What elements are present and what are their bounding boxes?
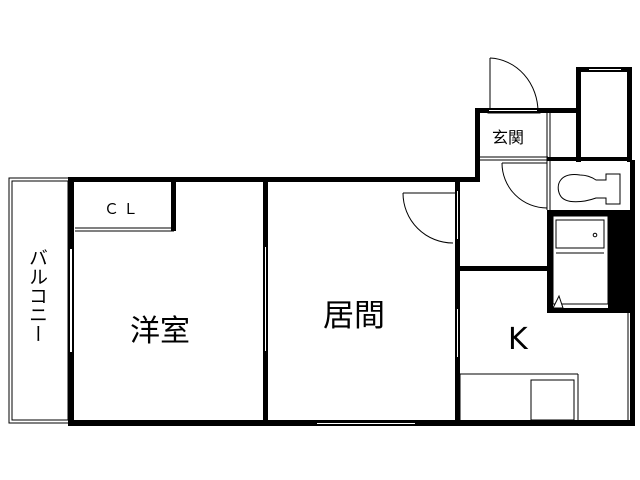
window-western-left (69, 248, 73, 353)
wall-entrance-left (475, 108, 480, 182)
western-room-label: 洋室 (130, 314, 190, 349)
wall-closet-right (171, 177, 176, 231)
entrance-label: 玄関 (492, 128, 525, 147)
window-entrance-door (488, 109, 538, 112)
wall-living-right (455, 177, 460, 426)
wall-storage-left (576, 67, 581, 162)
window-living-bottom (316, 422, 416, 425)
wall-fridge-niche-top (547, 210, 632, 216)
wall-right (630, 160, 635, 426)
window-living-right (456, 190, 459, 240)
window-western-living (264, 246, 267, 352)
wall-fridge-niche-right (608, 210, 632, 313)
wall-fridge-niche-bottom (547, 308, 632, 313)
closet-label: ＣＬ (104, 200, 143, 218)
wall-fridge-niche-left (547, 210, 553, 313)
wall-top-left (68, 177, 480, 182)
balcony-label: バルコニー (26, 248, 48, 343)
window-kitchen-left (456, 308, 459, 358)
wall-storage-right (627, 67, 632, 162)
kitchen-label: K (508, 322, 528, 357)
living-room-label: 居間 (323, 298, 385, 334)
wall-hall-kitchen (455, 266, 550, 271)
wall-storage-bottom (547, 157, 632, 161)
window-storage-top (588, 68, 622, 71)
